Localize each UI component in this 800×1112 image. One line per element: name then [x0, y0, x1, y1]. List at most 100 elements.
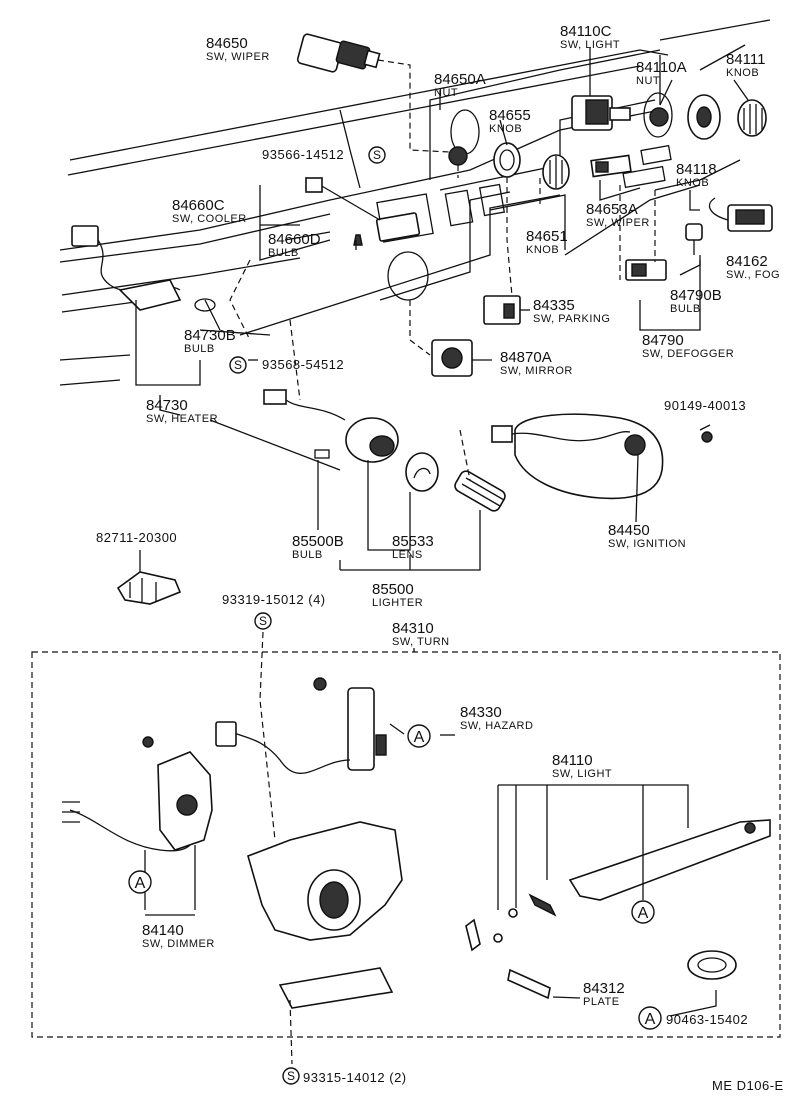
nut-84650A-shape: [448, 146, 468, 166]
ignition-switch-84450-shape: [491, 413, 713, 500]
part-number: 90463-15402: [666, 1012, 748, 1027]
part-number: 84330: [460, 704, 502, 721]
part-name: SW, WIPER: [206, 51, 270, 63]
turn-switch-body-shape: [247, 821, 403, 1009]
fog-switch-84162-shape: [708, 197, 773, 232]
part-name: BULB: [292, 549, 323, 561]
part-number: 84110A: [636, 59, 687, 76]
part-label-93568-54512: 93568-54512: [262, 357, 344, 372]
part-number: 93315-14012 (2): [303, 1070, 407, 1085]
knob-84111-shape: [737, 99, 767, 137]
symbol-s-93315: S: [282, 1067, 300, 1085]
part-name: KNOB: [726, 67, 759, 79]
part-name: PLATE: [583, 996, 620, 1008]
part-number: 85500B: [292, 533, 344, 550]
part-name: BULB: [670, 303, 701, 315]
part-number: 84450: [608, 522, 650, 539]
part-number: 84310: [392, 620, 434, 637]
wiper-switch-84653A-shape: [590, 154, 632, 178]
part-number: 84335: [533, 297, 575, 314]
lighter-85500-shape: [454, 470, 506, 512]
part-number: 84730: [146, 397, 188, 414]
part-number: 93566-14512: [262, 147, 344, 162]
symbol-s-93319: S: [254, 612, 272, 630]
part-name: SW, DEFOGGER: [642, 348, 734, 360]
svg-text:A: A: [638, 905, 649, 922]
symbol-a-dimmer: A: [128, 870, 152, 894]
part-number: 84118: [676, 161, 717, 178]
symbol-a-clamp: A: [638, 1006, 662, 1030]
heater-switch-harness-shape: [71, 225, 216, 312]
part-name: SW, TURN: [392, 636, 450, 648]
part-label-93319-15012: 93319-15012 (4): [222, 592, 326, 607]
part-name: BULB: [268, 247, 299, 259]
part-number: 84660D: [268, 231, 321, 248]
part-number: 84312: [583, 980, 625, 997]
part-name: SW, MIRROR: [500, 365, 573, 377]
symbol-s-93566: S: [368, 146, 386, 164]
part-number: 85533: [392, 533, 434, 550]
part-name: SW, WIPER: [586, 217, 650, 229]
cooler-switch-84660C-shape: [305, 177, 421, 242]
svg-text:A: A: [414, 729, 425, 746]
svg-text:A: A: [645, 1011, 656, 1028]
leader-lines: [135, 48, 749, 1065]
part-name: SW, DIMMER: [142, 938, 215, 950]
part-number: 84655: [489, 107, 531, 124]
part-number: 84660C: [172, 197, 225, 214]
part-name: SW, HAZARD: [460, 720, 533, 732]
lens-85533-shape: [405, 452, 439, 492]
light-switch-84110-shape: [465, 819, 771, 952]
dimmer-switch-84140-shape: [62, 736, 213, 852]
part-label-82711-20300: 82711-20300: [96, 530, 177, 545]
hazard-switch-84330-shape: [215, 677, 387, 774]
knob-84651-shape: [542, 154, 570, 190]
part-name: LIGHTER: [372, 597, 423, 609]
part-number: 84110C: [560, 23, 612, 40]
defogger-switch-84790-shape: [625, 259, 667, 281]
heater-harness-lower-shape: [263, 389, 346, 459]
part-number: 93568-54512: [262, 357, 344, 372]
knob-84118-shape: [687, 94, 721, 140]
symbol-s-93568: S: [229, 356, 247, 374]
part-name: KNOB: [489, 123, 522, 135]
part-number: 84162: [726, 253, 768, 270]
part-number: 93319-15012 (4): [222, 592, 326, 607]
part-name: BULB: [184, 343, 215, 355]
part-number: 84730B: [184, 327, 236, 344]
part-number: 82711-20300: [96, 530, 177, 545]
plate-84312-shape: [507, 968, 551, 1000]
diagram-code: ME D106-E: [712, 1078, 784, 1093]
svg-text:S: S: [259, 614, 267, 628]
part-number: 84111: [726, 51, 766, 68]
part-number: 84790: [642, 332, 684, 349]
bracket-82711-shape: [116, 571, 182, 605]
clamp-90463-shape: [687, 950, 737, 980]
part-number: 90149-40013: [664, 398, 746, 413]
light-switch-84110C-shape: [571, 95, 631, 131]
mirror-switch-84870A-shape: [431, 339, 473, 377]
